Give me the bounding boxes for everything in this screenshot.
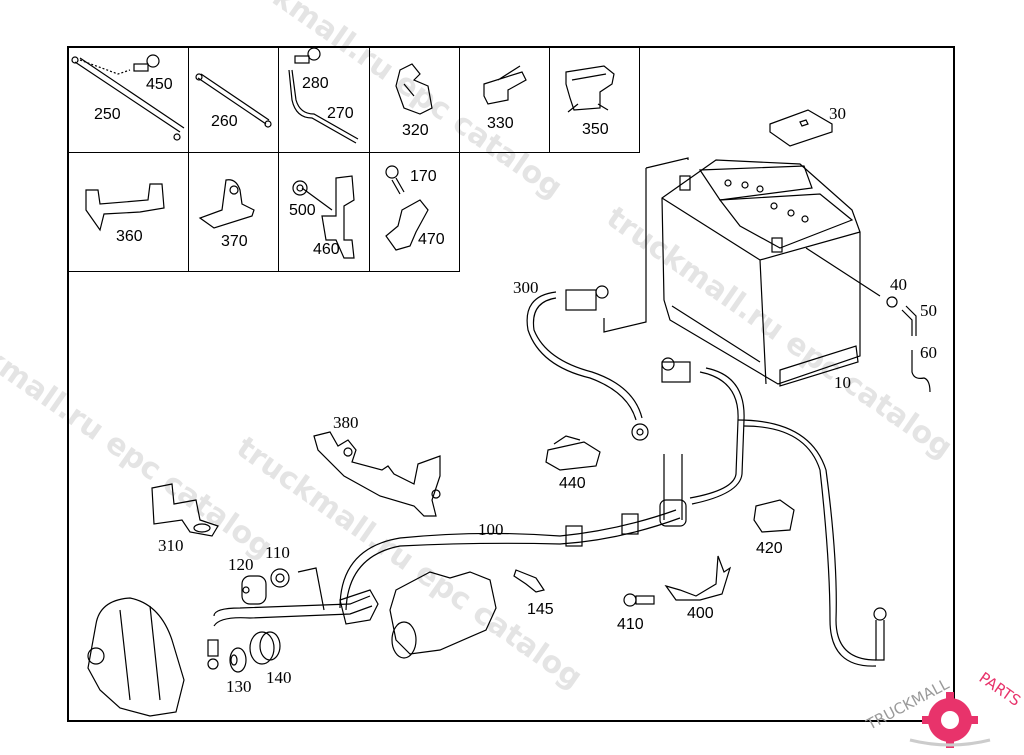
part-350-clip-drawing bbox=[565, 65, 615, 113]
part-500-nut-drawing bbox=[292, 180, 308, 196]
callout-360[interactable]: 360 bbox=[116, 228, 143, 245]
callout-470[interactable]: 470 bbox=[418, 231, 445, 248]
callout-450[interactable]: 450 bbox=[146, 76, 173, 93]
brand-logo: TRUCKMALL PARTS bbox=[850, 650, 1024, 750]
callout-140[interactable]: 140 bbox=[266, 668, 292, 687]
callout-40[interactable]: 40 bbox=[890, 275, 907, 294]
diagram-frame bbox=[67, 46, 955, 722]
callout-50[interactable]: 50 bbox=[920, 301, 937, 320]
callout-400[interactable]: 400 bbox=[687, 605, 714, 622]
inset-cell-320[interactable] bbox=[369, 46, 460, 153]
callout-120[interactable]: 120 bbox=[228, 555, 254, 574]
callout-270[interactable]: 270 bbox=[327, 105, 354, 122]
part-460-bracket-drawing bbox=[301, 175, 355, 259]
callout-460[interactable]: 460 bbox=[313, 241, 340, 258]
callout-310[interactable]: 310 bbox=[158, 536, 184, 555]
alternator-cable-drawing bbox=[207, 567, 379, 670]
part-330-clip-drawing bbox=[483, 65, 527, 105]
part-120-nut-drawing bbox=[241, 575, 267, 605]
part-380-bracket-drawing bbox=[313, 431, 441, 517]
inset-cell-330[interactable] bbox=[459, 46, 550, 153]
part-10-battery-drawing bbox=[661, 159, 881, 387]
callout-60[interactable]: 60 bbox=[920, 343, 937, 362]
leader-line bbox=[603, 157, 689, 333]
part-400-bracket-drawing bbox=[664, 555, 732, 601]
part-360-bracket-drawing bbox=[85, 183, 165, 232]
part-110-nut-drawing bbox=[270, 568, 290, 588]
callout-500[interactable]: 500 bbox=[289, 202, 316, 219]
callout-330[interactable]: 330 bbox=[487, 115, 514, 132]
part-10-cable-drawing bbox=[661, 357, 887, 667]
part-370-bracket-drawing bbox=[198, 179, 255, 229]
part-440-clip-drawing bbox=[545, 435, 601, 471]
callout-410[interactable]: 410 bbox=[617, 616, 644, 633]
part-260-cable-drawing bbox=[195, 73, 272, 128]
callout-250[interactable]: 250 bbox=[94, 106, 121, 123]
callout-320[interactable]: 320 bbox=[402, 122, 429, 139]
brand-text-right: PARTS bbox=[976, 669, 1024, 710]
part-300-cable-drawing bbox=[526, 285, 649, 441]
part-100-cable-drawing bbox=[339, 454, 687, 611]
part-170-screw-drawing bbox=[385, 165, 405, 195]
callout-350[interactable]: 350 bbox=[582, 121, 609, 138]
starter-motor-drawing bbox=[389, 571, 497, 659]
inset-cell-270[interactable] bbox=[278, 46, 370, 153]
callout-110[interactable]: 110 bbox=[265, 543, 290, 562]
part-320-clip-drawing bbox=[395, 63, 433, 115]
callout-10[interactable]: 10 bbox=[834, 373, 851, 392]
alternator-drawing bbox=[87, 597, 185, 717]
inset-cell-460[interactable] bbox=[278, 152, 370, 272]
part-30-cover-drawing bbox=[769, 109, 833, 147]
part-130-washer-drawing bbox=[229, 647, 247, 673]
part-50-elbow-drawing bbox=[901, 305, 917, 336]
callout-370[interactable]: 370 bbox=[221, 233, 248, 250]
inset-cell-370[interactable] bbox=[188, 152, 279, 272]
callout-100[interactable]: 100 bbox=[478, 520, 504, 539]
inset-cell-350[interactable] bbox=[549, 46, 640, 153]
part-140-cap-drawing bbox=[249, 631, 281, 665]
part-60-hose-drawing bbox=[911, 350, 931, 393]
part-310-bracket-drawing bbox=[151, 483, 219, 537]
callout-300[interactable]: 300 bbox=[513, 278, 539, 297]
callout-145[interactable]: 145 bbox=[527, 601, 554, 618]
inset-cell-250[interactable] bbox=[67, 46, 189, 153]
inset-cell-260[interactable] bbox=[188, 46, 279, 153]
part-420-clip-drawing bbox=[753, 499, 795, 533]
callout-260[interactable]: 260 bbox=[211, 113, 238, 130]
part-40-plug-drawing bbox=[886, 296, 898, 308]
part-145-clip-drawing bbox=[513, 569, 545, 593]
callout-420[interactable]: 420 bbox=[756, 540, 783, 557]
part-270-cable-drawing bbox=[288, 69, 359, 144]
part-250-cable-drawing bbox=[71, 56, 185, 141]
callout-440[interactable]: 440 bbox=[559, 475, 586, 492]
part-450-bolt-drawing bbox=[133, 54, 160, 72]
callout-380[interactable]: 380 bbox=[333, 413, 359, 432]
callout-30[interactable]: 30 bbox=[829, 104, 846, 123]
callout-280[interactable]: 280 bbox=[302, 75, 329, 92]
part-280-bolt-drawing bbox=[294, 47, 321, 64]
inset-cell-360[interactable] bbox=[67, 152, 189, 272]
callout-130[interactable]: 130 bbox=[226, 677, 252, 696]
part-470-bracket-drawing bbox=[385, 199, 429, 251]
inset-cell-470[interactable] bbox=[369, 152, 460, 272]
part-410-bolt-drawing bbox=[623, 593, 655, 607]
gear-icon bbox=[922, 692, 978, 748]
callout-170[interactable]: 170 bbox=[410, 168, 437, 185]
